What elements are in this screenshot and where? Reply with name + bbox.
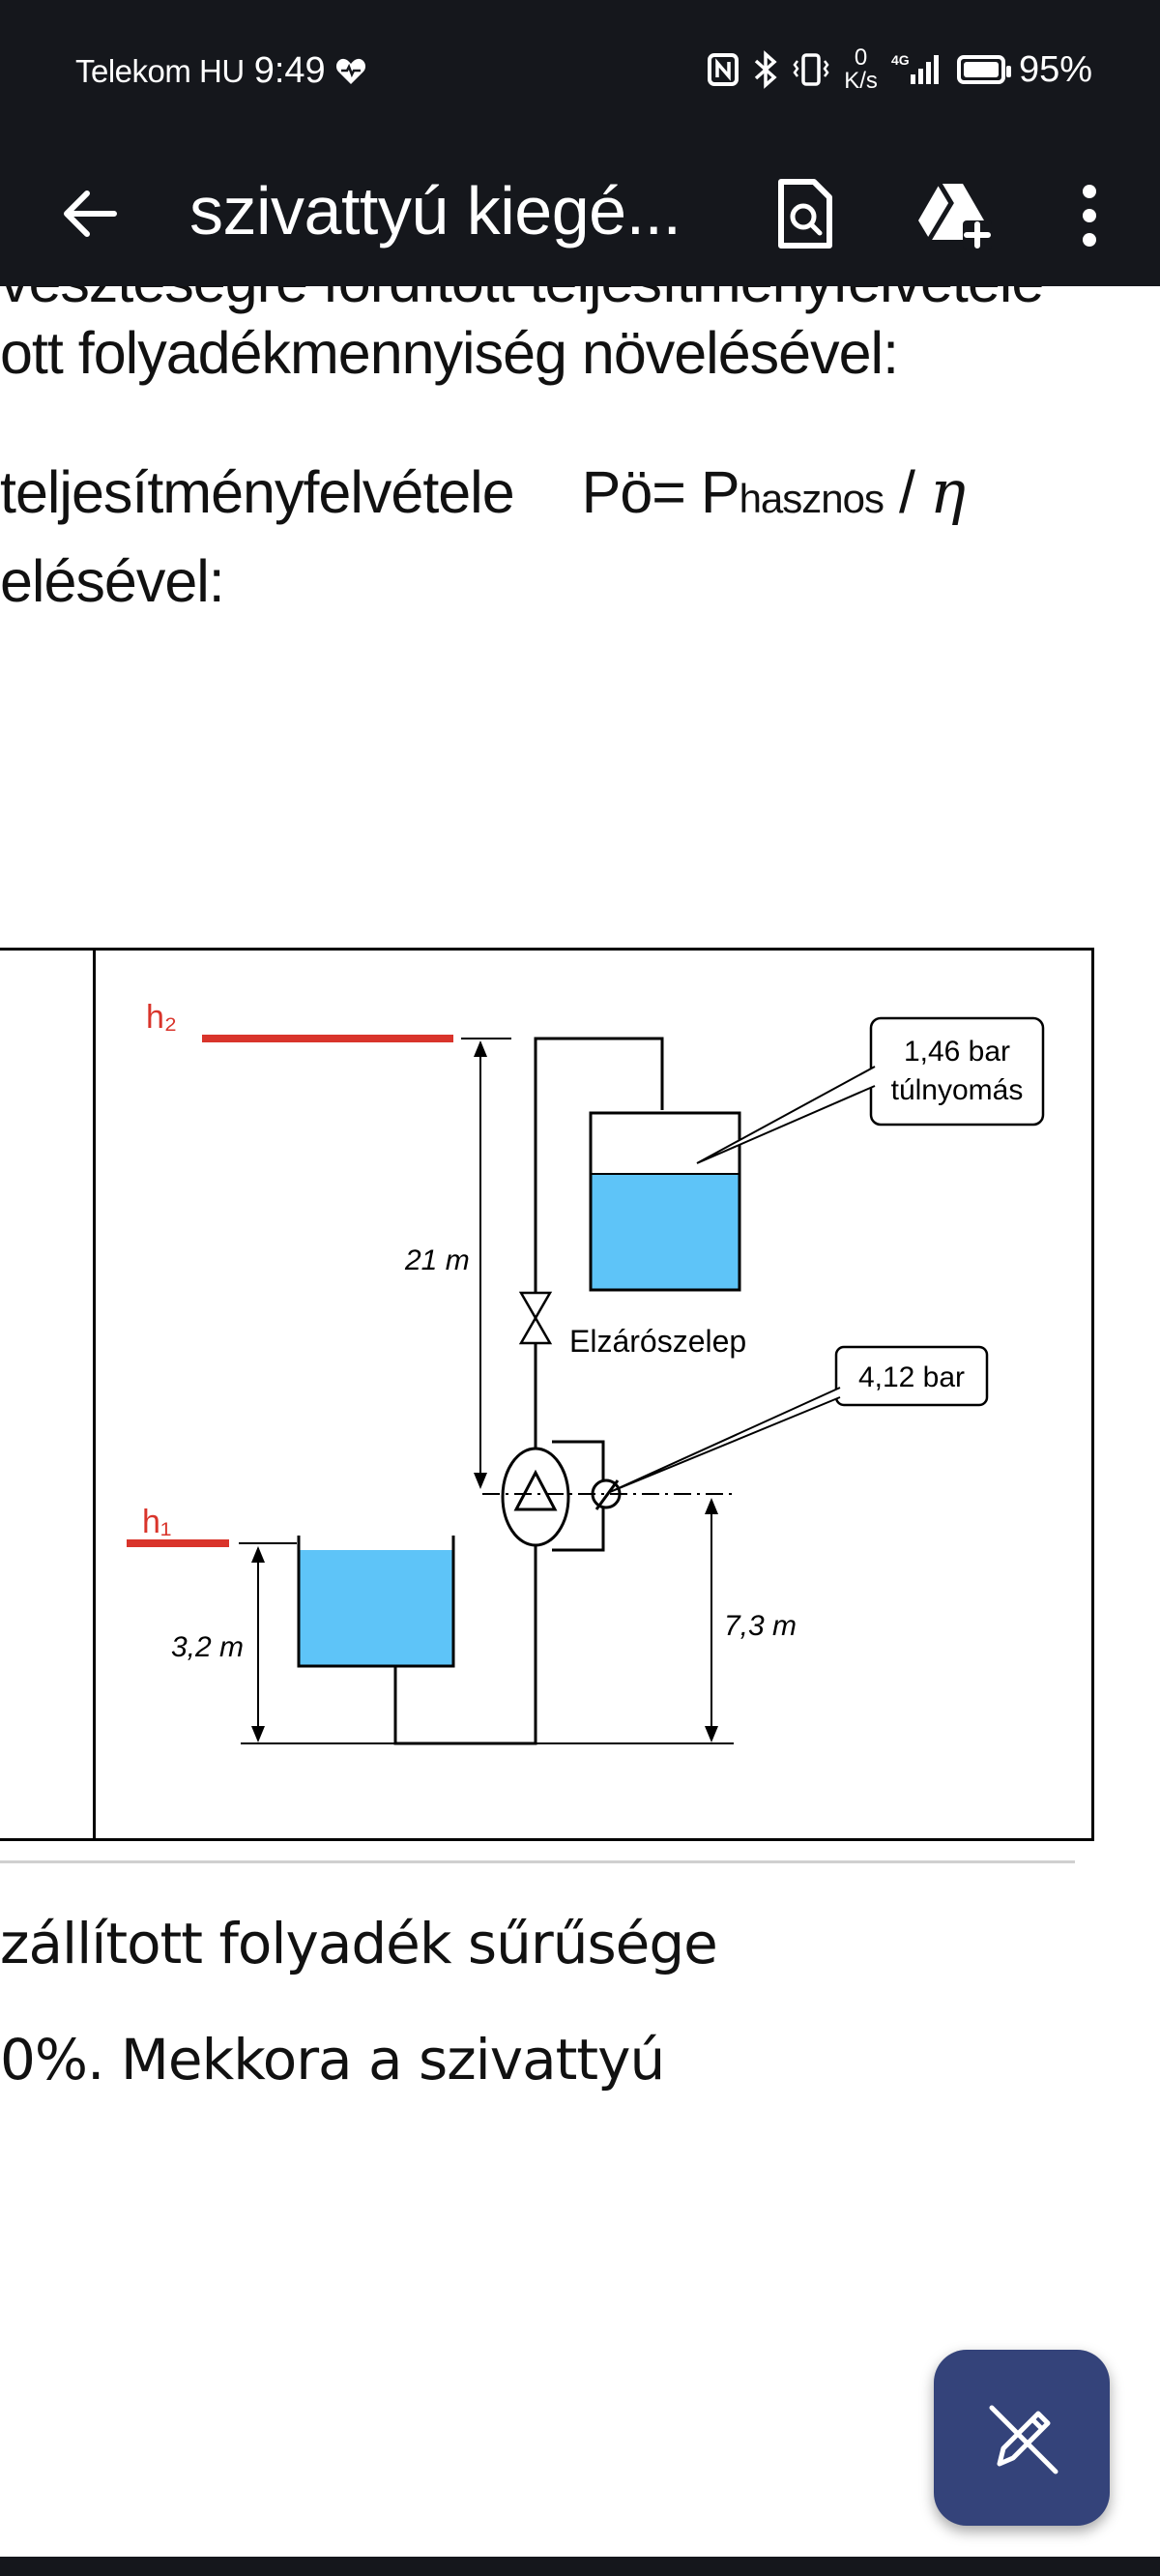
dimension-21m-label: 21 m — [404, 1244, 470, 1276]
net-speed-unit: K/s — [844, 68, 878, 94]
formula-lhs: Pö — [581, 459, 653, 525]
dimension-7-3m-label: 7,3 m — [724, 1610, 797, 1642]
callout-gauge-pointer — [609, 1387, 841, 1493]
vibrate-icon — [793, 53, 829, 86]
label-h1: h₁ — [142, 1504, 171, 1540]
dimension-3-2m-label: 3,2 m — [171, 1631, 244, 1663]
bluetooth-icon — [755, 50, 777, 89]
net-speed-value: 0 — [854, 44, 868, 71]
back-button[interactable] — [56, 180, 124, 248]
callout-overpressure-line2: túlnyomás — [891, 1074, 1024, 1106]
save-to-drive-button[interactable] — [918, 182, 996, 251]
text-line: zállított folyadék sűrűsége — [0, 1911, 718, 1976]
network-speed: 0 K/s — [844, 46, 878, 93]
heart-icon — [335, 58, 365, 84]
document-search-icon — [778, 179, 832, 249]
valve-label: Elzárószelep — [569, 1324, 746, 1359]
status-bar: Telekom HU 9:49 0 K/s 4G 9 — [0, 0, 1160, 143]
callout-overpressure-box — [869, 1016, 1045, 1127]
document-viewer[interactable]: veszteségre fordított teljesítményfelvét… — [0, 286, 1160, 2557]
upper-tank-water — [591, 1174, 740, 1290]
text-span: teljesítményfelvétele — [0, 459, 515, 525]
pump-diagram-frame: h₂ h₁ Elzárószelep — [93, 948, 1094, 1841]
edit-pen-icon — [989, 2405, 1058, 2474]
cut-off-text-line: veszteségre fordított teljesítményfelvét… — [0, 286, 1044, 315]
signal-4g-icon: 4G — [891, 52, 939, 84]
nfc-icon — [708, 53, 740, 86]
text-line: elésével: — [0, 548, 225, 614]
formula-slash: / — [884, 459, 930, 525]
battery-percent: 95% — [1018, 48, 1092, 90]
pump-symbol — [513, 1469, 558, 1511]
carrier-name: Telekom HU — [75, 52, 245, 89]
drive-add-icon — [918, 182, 992, 249]
more-options-button[interactable] — [1067, 178, 1112, 253]
arrow-left-icon — [64, 190, 117, 237]
battery-icon — [956, 55, 1011, 84]
gauge-needle — [594, 1479, 620, 1510]
shutoff-valve — [518, 1291, 553, 1345]
status-time: 9:49 — [253, 50, 326, 91]
horizontal-rule — [0, 1860, 1075, 1863]
formula-subscript: hasznos — [739, 476, 884, 521]
document-title: szivattyú kiegé... — [189, 173, 682, 249]
more-vert-icon — [1083, 185, 1096, 247]
formula-eq: = P — [652, 459, 740, 525]
diagram-side-frame — [0, 948, 95, 1841]
upper-tank-walls — [589, 1111, 741, 1292]
text-line: ott folyadékmennyiség növelésével: — [0, 320, 899, 386]
formula-eta: η — [929, 456, 966, 527]
callout-overpressure-pointer — [696, 1066, 876, 1164]
text-line: 0%. Mekkora a szivattyú — [0, 2027, 665, 2093]
callout-gauge-label: 4,12 bar — [858, 1361, 965, 1393]
callout-gauge-box — [834, 1345, 989, 1407]
pump-diagram: h₂ h₁ Elzárószelep — [127, 999, 1045, 1745]
system-nav-bar — [0, 2557, 1160, 2576]
callout-overpressure-line1: 1,46 bar — [904, 1036, 1010, 1068]
svg-text:4G: 4G — [891, 52, 910, 68]
status-right: 0 K/s 4G 95% — [707, 46, 1092, 93]
lower-tank-water — [299, 1550, 453, 1666]
preview-button[interactable] — [773, 178, 835, 249]
discharge-pipe-upper — [534, 1037, 664, 1293]
pump-body — [501, 1447, 570, 1547]
app-bar: szivattyú kiegé... — [0, 143, 1160, 286]
edit-fab-button[interactable] — [934, 2350, 1110, 2526]
status-left: Telekom HU 9:49 — [75, 50, 366, 92]
formula-line: teljesítményfelvétele Pö= Phasznos / η — [0, 456, 966, 527]
lower-tank-walls — [297, 1536, 455, 1668]
label-h2: h₂ — [146, 999, 177, 1036]
